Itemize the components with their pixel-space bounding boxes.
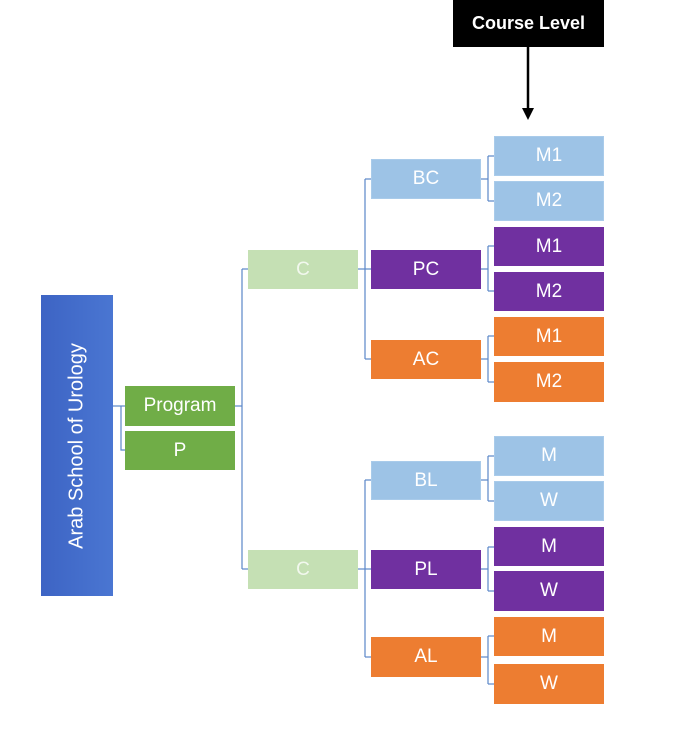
leaf-label: M1 xyxy=(535,145,563,166)
course-level-label: Course Level xyxy=(471,13,586,33)
group-node-pl: PL xyxy=(371,550,481,589)
leaf-label: W xyxy=(540,673,558,694)
branch-label: C xyxy=(296,558,310,580)
leaf-node-bl-2: W xyxy=(494,481,604,521)
root-label: Arab School of Urology xyxy=(65,342,88,549)
branch-node-top: C xyxy=(248,250,358,289)
group-label: PC xyxy=(412,258,440,280)
leaf-node-ac-2: M2 xyxy=(494,362,604,402)
group-label: BL xyxy=(414,469,438,491)
leaf-label: M xyxy=(541,445,557,466)
leaf-label: M1 xyxy=(535,235,563,257)
leaf-node-ac-1: M1 xyxy=(494,317,604,356)
header-arrow-head xyxy=(522,108,534,120)
group-node-pc: PC xyxy=(371,250,481,289)
group-label: AC xyxy=(412,348,440,370)
leaf-node-al-1: M xyxy=(494,617,604,656)
leaf-node-pl-2: W xyxy=(494,571,604,611)
leaf-node-pc-2: M2 xyxy=(494,272,604,311)
program-node: Program xyxy=(125,386,235,426)
leaf-label: M1 xyxy=(535,325,563,347)
branch-label: C xyxy=(296,258,310,280)
leaf-node-bc-2: M2 xyxy=(494,181,604,221)
leaf-node-pc-1: M1 xyxy=(494,227,604,266)
leaf-label: M xyxy=(541,535,557,557)
leaf-label: M2 xyxy=(535,280,563,302)
leaf-label: W xyxy=(540,490,558,511)
leaf-label: W xyxy=(540,580,558,601)
group-node-al: AL xyxy=(371,637,481,677)
group-label: BC xyxy=(412,168,440,189)
group-node-bl: BL xyxy=(371,461,481,500)
leaf-node-al-2: W xyxy=(494,664,604,704)
course-level-header: Course Level xyxy=(453,0,604,47)
group-label: AL xyxy=(414,646,438,667)
group-node-ac: AC xyxy=(371,340,481,379)
leaf-node-bl-1: M xyxy=(494,436,604,476)
leaf-node-pl-1: M xyxy=(494,527,604,566)
root-node: Arab School of Urology xyxy=(41,295,113,596)
group-node-bc: BC xyxy=(371,159,481,199)
branch-node-bottom: C xyxy=(248,550,358,589)
program-sub-label: P xyxy=(173,439,187,461)
leaf-label: M xyxy=(541,625,557,647)
leaf-label: M2 xyxy=(535,371,563,392)
leaf-node-bc-1: M1 xyxy=(494,136,604,176)
program-sub-node: P xyxy=(125,431,235,470)
program-label: Program xyxy=(143,395,217,416)
leaf-label: M2 xyxy=(535,190,563,211)
group-label: PL xyxy=(414,558,438,580)
